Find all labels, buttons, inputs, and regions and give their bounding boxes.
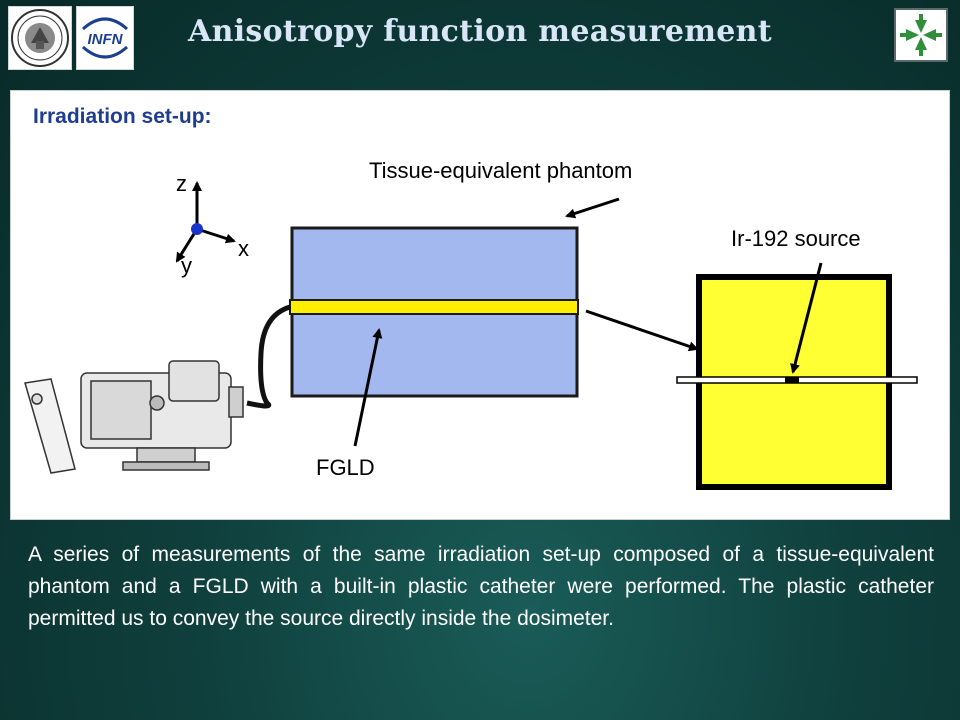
arrows-logo [894, 8, 948, 62]
infn-logo-text: INFN [88, 31, 124, 48]
dosimeter-reader-device [24, 360, 244, 474]
phantom-pointer-arrow [565, 197, 620, 219]
header-bar: INFN Anisotropy function measurement [0, 0, 960, 84]
diagram-panel: Irradiation set-up: z x y [10, 90, 950, 520]
axis-origin-dot [191, 223, 203, 235]
zoom-pointer-arrow [585, 309, 699, 352]
fgld-bar [289, 299, 579, 315]
source-label: Ir-192 source [731, 226, 861, 251]
x-axis-label: x [238, 236, 249, 261]
slide-title: Anisotropy function measurement [188, 14, 772, 49]
diagram-heading: Irradiation set-up: [33, 105, 212, 128]
fgld-pointer-arrow [353, 328, 383, 447]
setup-diagram: Irradiation set-up: z x y [24, 105, 918, 490]
coordinate-axes: z x y [175, 171, 249, 278]
fgld-label: FGLD [316, 455, 375, 480]
infn-logo: INFN [76, 6, 134, 70]
source-pointer-arrow [790, 262, 823, 374]
phantom-label: Tissue-equivalent phantom [369, 158, 632, 183]
x-axis-arrow [196, 227, 236, 244]
y-axis-arrow [175, 228, 199, 263]
reader-cable [246, 304, 291, 409]
university-seal-logo [8, 6, 72, 70]
ir192-source-seed [785, 377, 799, 383]
y-axis-label: y [181, 253, 192, 278]
z-axis-label: z [176, 171, 187, 196]
description-paragraph: A series of measurements of the same irr… [28, 543, 934, 630]
